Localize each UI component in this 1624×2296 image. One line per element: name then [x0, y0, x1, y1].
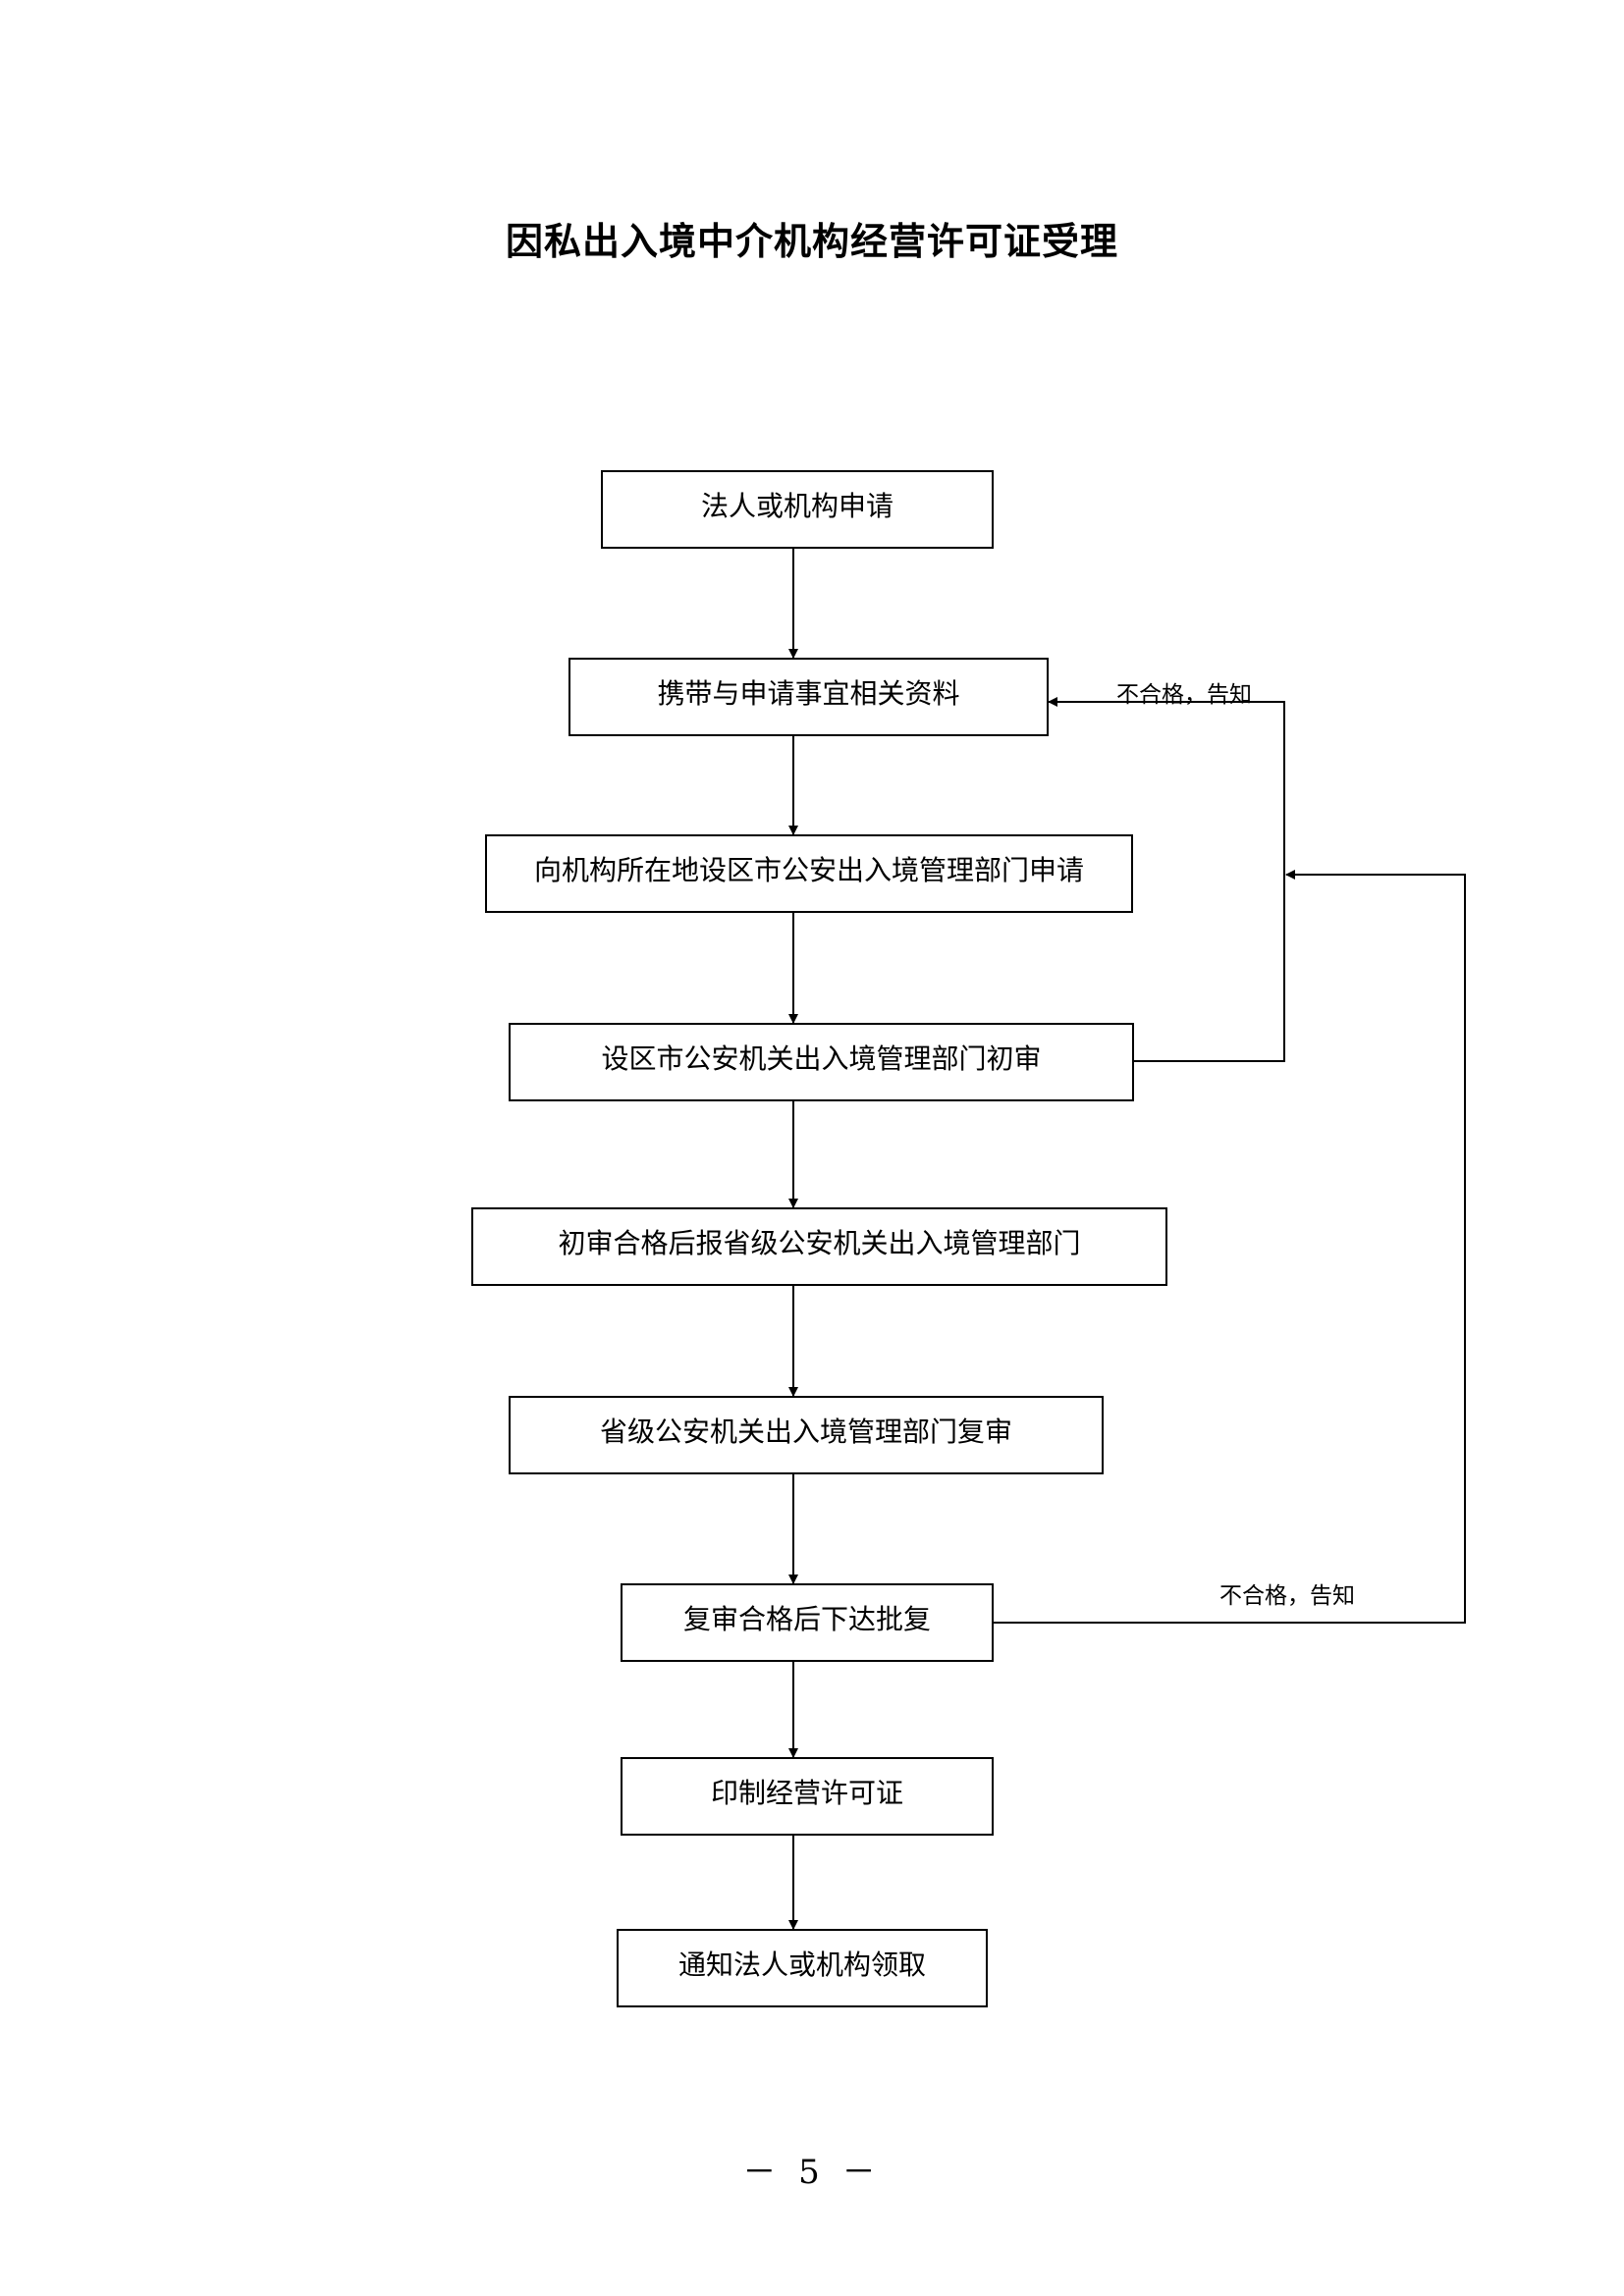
step-notify-collect: 通知法人或机构领取: [617, 1929, 988, 2007]
step-initial-review: 设区市公安机关出入境管理部门初审: [509, 1023, 1134, 1101]
feedback-loop-initial-review: [1048, 697, 1285, 1062]
step-report-provincial: 初审合格后报省级公安机关出入境管理部门: [471, 1207, 1167, 1286]
page-number: － 5 －: [742, 2153, 882, 2192]
feedback-label-lower: 不合格，告知: [1219, 1583, 1355, 1609]
step-apply-city-bureau: 向机构所在地设区市公安出入境管理部门申请: [485, 834, 1133, 913]
page-title: 因私出入境中介机构经营许可证受理: [505, 219, 1118, 263]
step-bring-materials: 携带与申请事宜相关资料: [568, 658, 1049, 736]
step-applicant-apply: 法人或机构申请: [601, 470, 994, 549]
feedback-label-upper: 不合格，告知: [1116, 682, 1252, 708]
step-provincial-re-review: 省级公安机关出入境管理部门复审: [509, 1396, 1104, 1474]
step-print-license: 印制经营许可证: [621, 1757, 994, 1836]
step-issue-approval: 复审合格后下达批复: [621, 1583, 994, 1662]
feedback-loop-re-review: [994, 870, 1466, 1624]
